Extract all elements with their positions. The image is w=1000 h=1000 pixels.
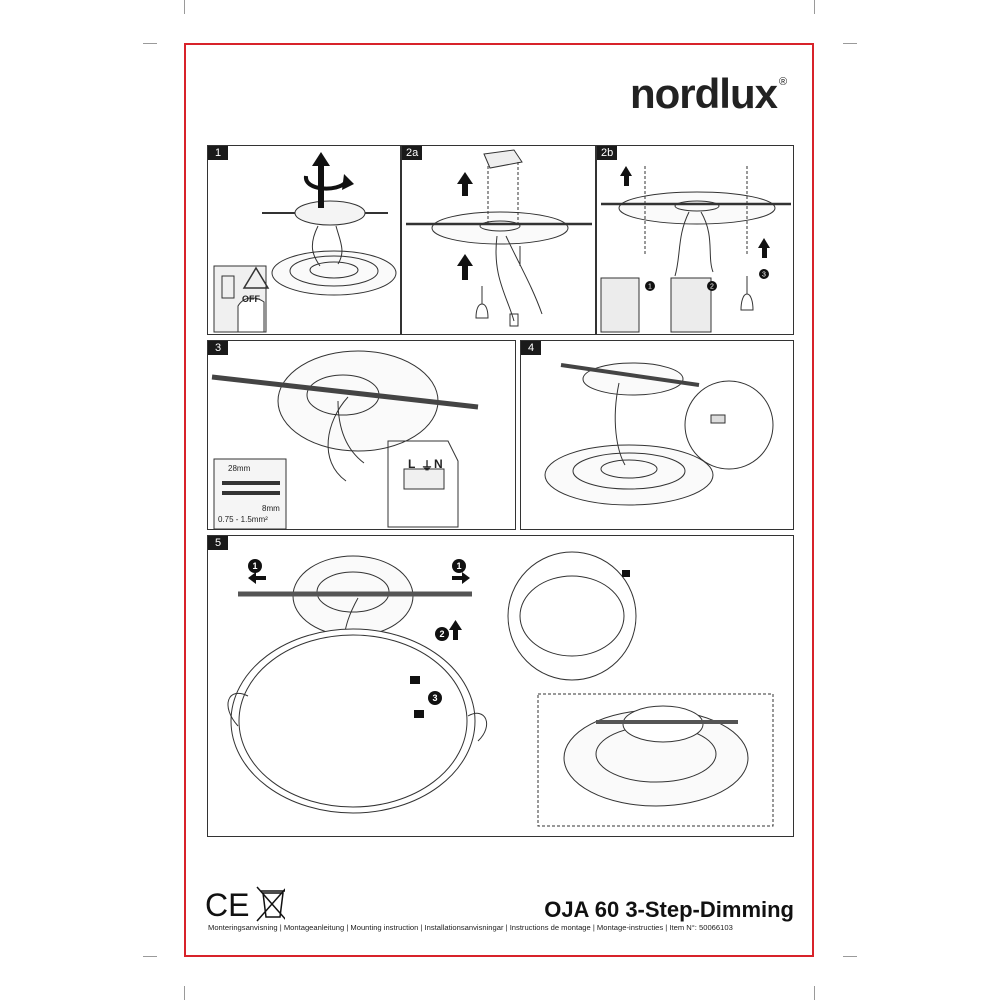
marker-2: 2	[439, 629, 444, 639]
strip-length-label: 28mm	[228, 464, 251, 473]
wire-section-label: 0.75 - 1.5mm²	[218, 515, 268, 524]
step-3-illustration	[211, 350, 479, 530]
up-arrow-icon	[457, 172, 473, 280]
crop-mark	[843, 43, 857, 44]
step-number: 5	[208, 536, 228, 550]
step-4-illustration	[544, 362, 774, 506]
marker-1: 1	[648, 284, 652, 291]
strip-end-label: 8mm	[262, 504, 280, 513]
step-1-illustration	[213, 152, 397, 333]
step-panel-3: 3 L ⏚ N 28mm 8mm 0.75 - 1.5mm²	[207, 340, 516, 530]
step-panel-2a: 2a	[401, 145, 596, 335]
step-panel-5: 5	[207, 535, 794, 837]
step-number: 3	[208, 341, 228, 355]
brand-logo: nordlux®	[630, 70, 787, 117]
marker-3: 3	[762, 272, 766, 279]
step-number: 1	[208, 146, 228, 160]
terminal-label-earth: ⏚	[421, 459, 434, 473]
ce-mark: CE	[205, 887, 249, 923]
crop-mark	[814, 0, 815, 14]
step-5-illustration: 1 1 2 3	[227, 551, 774, 827]
product-title: OJA 60 3-Step-Dimming	[544, 897, 794, 922]
certification-marks: CE	[205, 886, 285, 923]
marker-2: 2	[710, 284, 714, 291]
terminal-label-n: N	[434, 457, 443, 471]
crop-mark	[814, 986, 815, 1000]
step-number: 4	[521, 341, 541, 355]
marker-1-right: 1	[456, 561, 461, 571]
weee-bin-icon	[256, 886, 285, 922]
step-panel-2b: 2b 1 2 3	[596, 145, 794, 335]
step-panel-4: 4	[520, 340, 794, 530]
step-2a-illustration	[406, 149, 592, 327]
marker-3: 3	[432, 693, 437, 703]
crop-mark	[843, 956, 857, 957]
step-2b-illustration: 1 2 3	[600, 166, 791, 333]
crop-mark	[143, 43, 157, 44]
step-number: 2b	[597, 146, 618, 160]
rotate-arrow-icon	[304, 152, 354, 208]
step-panel-1: 1 OFF	[207, 145, 401, 335]
step-marker-icon	[248, 559, 466, 705]
lock-icon	[410, 570, 630, 718]
off-warning-label: OFF	[242, 294, 260, 304]
arrow-icon	[248, 572, 470, 640]
crop-mark	[184, 986, 185, 1000]
marker-1-left: 1	[252, 561, 257, 571]
step-number: 2a	[402, 146, 423, 160]
terminal-label-l: L	[408, 457, 416, 471]
crop-mark	[143, 956, 157, 957]
page-border	[184, 43, 814, 957]
step-marker-icon	[645, 269, 769, 291]
up-arrow-icon	[620, 166, 770, 258]
crop-mark	[184, 0, 185, 14]
product-subtitle: Monteringsanvisning | Montageanleitung |…	[208, 923, 733, 932]
